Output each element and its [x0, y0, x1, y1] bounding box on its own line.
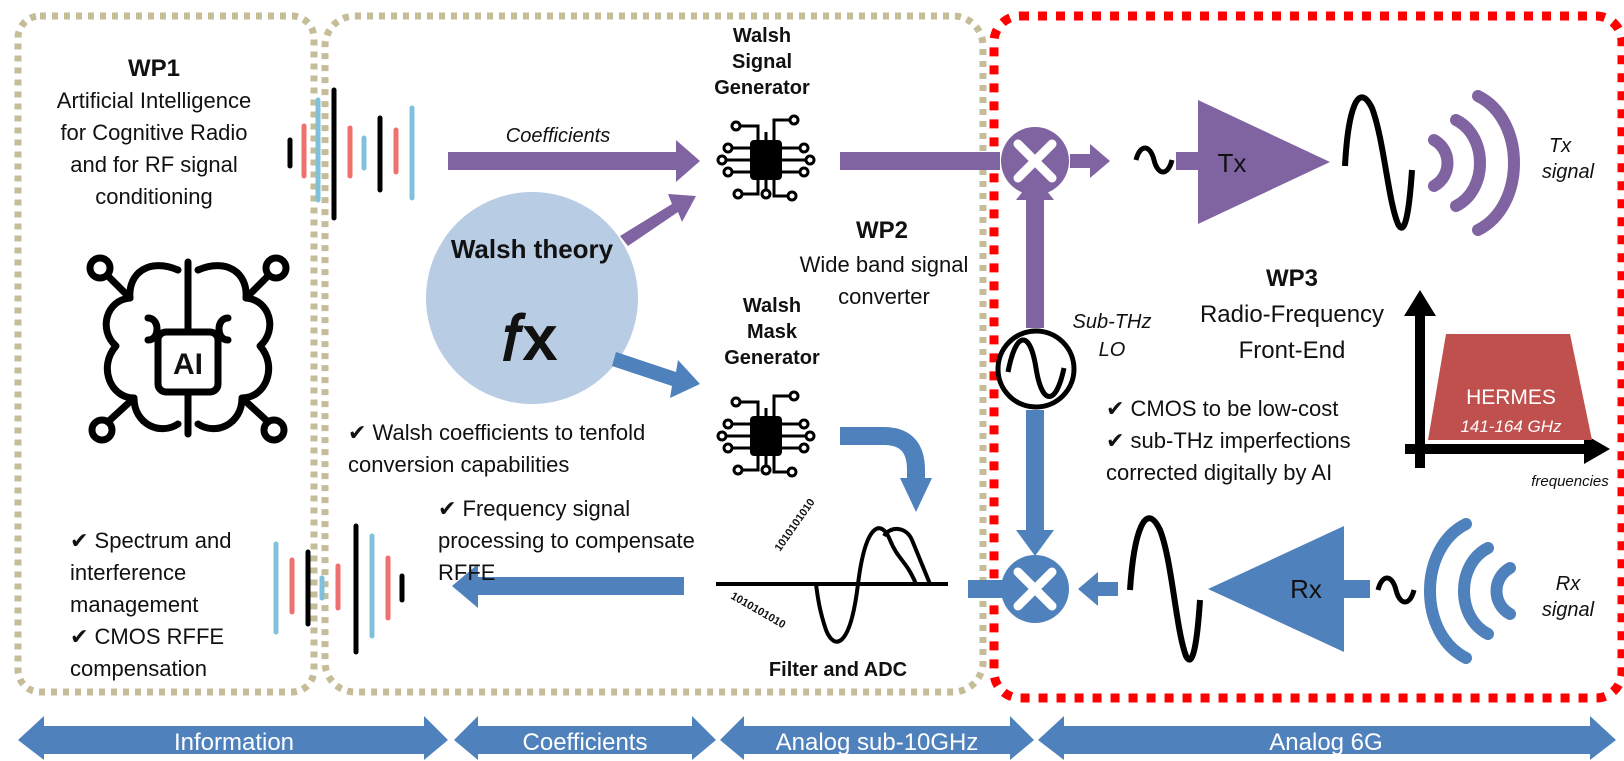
- tx-chain: [1070, 90, 1520, 236]
- wp1-text: WP1 Artificial Intelligence for Cognitiv…: [57, 55, 251, 209]
- signal-generator-label: Walsh: [733, 25, 791, 47]
- hermes-label: HERMES: [1466, 386, 1556, 409]
- wp3-line: Radio-Frequency: [1200, 301, 1384, 328]
- wp1-bullet: ✔ CMOS RFFE: [70, 624, 224, 649]
- mask-chip-icon: [716, 390, 816, 478]
- fx-label: 𝑓x: [502, 302, 558, 374]
- walsh-signal-generator: Walsh Signal Generator: [714, 25, 816, 202]
- rx-signal-label: signal: [1542, 599, 1595, 621]
- tx-amplifier-icon: [1198, 100, 1330, 224]
- wp1-line: Artificial Intelligence: [57, 88, 251, 113]
- wp1-panel-border: [14, 12, 318, 696]
- upper-waveform-bars: [287, 87, 415, 221]
- lo-label: LO: [1099, 339, 1126, 361]
- wp3-bullet: ✔ CMOS to be low-cost: [1106, 396, 1338, 421]
- wp3-bullets: ✔ CMOS to be low-cost ✔ sub-THz imperfec…: [1106, 396, 1351, 485]
- tx-mixer-icon: [1001, 127, 1069, 195]
- wp2-bullet: conversion capabilities: [348, 452, 569, 477]
- wp3-line: Front-End: [1239, 337, 1346, 364]
- rx-signal-label: Rx: [1556, 573, 1581, 595]
- hermes-band-label: 141-164 GHz: [1460, 417, 1562, 436]
- wp1-line: conditioning: [95, 184, 212, 209]
- wp2-bullet: ✔ Walsh coefficients to tenfold: [348, 420, 645, 445]
- rx-amplifier-icon: [1208, 526, 1344, 652]
- lo-label: Sub-THz: [1073, 311, 1152, 333]
- wp1-bullet: management: [70, 592, 198, 617]
- hermes-band-shape: [1428, 334, 1592, 440]
- generator-to-mixer-line: [840, 152, 1000, 170]
- wp2-panel-border: [321, 12, 987, 696]
- wp1-title: WP1: [128, 55, 180, 82]
- rx-label: Rx: [1290, 574, 1322, 604]
- bottom-arrow-information: Information: [18, 716, 448, 760]
- wp2-bullet: ✔ Frequency signal: [438, 496, 630, 521]
- wp1-line: for Cognitive Radio: [60, 120, 247, 145]
- coefficients-arrow: [448, 140, 700, 182]
- wp1-bullet: compensation: [70, 656, 207, 681]
- wp1-bullet: interference: [70, 560, 186, 585]
- wp3-title: WP3: [1266, 265, 1318, 292]
- mask-to-filter-arrow: [840, 427, 932, 512]
- coefficients-label: Coefficients: [506, 125, 611, 147]
- bottom-label: Analog sub-10GHz: [776, 729, 979, 756]
- bottom-arrow-coefficients: Coefficients: [454, 716, 716, 760]
- bottom-label: Analog 6G: [1269, 729, 1382, 756]
- rx-mixer-icon: [1001, 555, 1069, 623]
- wp1-bullets: ✔ Spectrum and interference management ✔…: [70, 528, 232, 681]
- wp2-bullet: RFFE: [438, 560, 495, 585]
- lo-to-tx-mixer-line: [1026, 198, 1044, 328]
- lo-down-arrowhead: [1016, 530, 1054, 556]
- tx-signal-label: Tx: [1549, 135, 1572, 157]
- tx-label: Tx: [1218, 148, 1247, 178]
- mask-generator-label: Generator: [724, 347, 820, 369]
- wp3-panel-border: [989, 11, 1624, 703]
- lower-waveform-bars: [273, 523, 405, 655]
- wp1-bullet: ✔ Spectrum and: [70, 528, 232, 553]
- bottom-arrow-analog-sub10ghz: Analog sub-10GHz: [720, 716, 1034, 760]
- wp1-line: and for RF signal: [70, 152, 238, 177]
- wp3-bullet: ✔ sub-THz imperfections: [1106, 428, 1351, 453]
- bottom-arrow-analog-6g: Analog 6G: [1038, 716, 1616, 760]
- bit-pattern-top: 1010101010: [773, 497, 818, 554]
- theory-to-mask-arrow: [612, 352, 700, 398]
- mask-generator-label: Mask: [747, 321, 798, 343]
- bit-pattern-bottom: 1010101010: [729, 590, 788, 631]
- mask-generator-label: Walsh: [743, 295, 801, 317]
- signal-chip-icon: [716, 114, 816, 202]
- lo-to-rx-mixer-line: [1026, 410, 1044, 536]
- filter-to-info-arrow: [452, 564, 684, 608]
- sub-thz-lo-icon: [995, 328, 1077, 410]
- filter-adc-label: Filter and ADC: [769, 659, 907, 681]
- walsh-mask-generator: Walsh Mask Generator: [716, 295, 820, 478]
- wp2-line: converter: [838, 284, 930, 309]
- ai-label: AI: [173, 348, 203, 381]
- wp3-bullet: corrected digitally by AI: [1106, 460, 1332, 485]
- frequencies-axis-label: frequencies: [1531, 473, 1609, 490]
- theory-to-signal-arrow: [620, 194, 696, 246]
- walsh-theory-label: Walsh theory: [451, 234, 614, 264]
- rx-chain: [1078, 515, 1516, 664]
- hermes-spectrum-plot: [1404, 290, 1610, 468]
- signal-generator-label: Signal: [732, 51, 792, 73]
- wp2-bullet: processing to compensate: [438, 528, 695, 553]
- tx-signal-label: signal: [1542, 161, 1595, 183]
- wp2-bullets: ✔ Walsh coefficients to tenfold conversi…: [348, 420, 695, 553]
- bottom-label: Information: [174, 729, 294, 756]
- bottom-label: Coefficients: [523, 729, 648, 756]
- ai-brain-icon: [86, 254, 290, 444]
- filter-adc-waveform: 1010101010 1010101010: [716, 497, 948, 644]
- wp2-line: Wide band signal: [800, 252, 969, 277]
- wp2-title: WP2: [856, 217, 908, 244]
- signal-generator-label: Generator: [714, 77, 810, 99]
- walsh-theory-circle: [426, 192, 638, 404]
